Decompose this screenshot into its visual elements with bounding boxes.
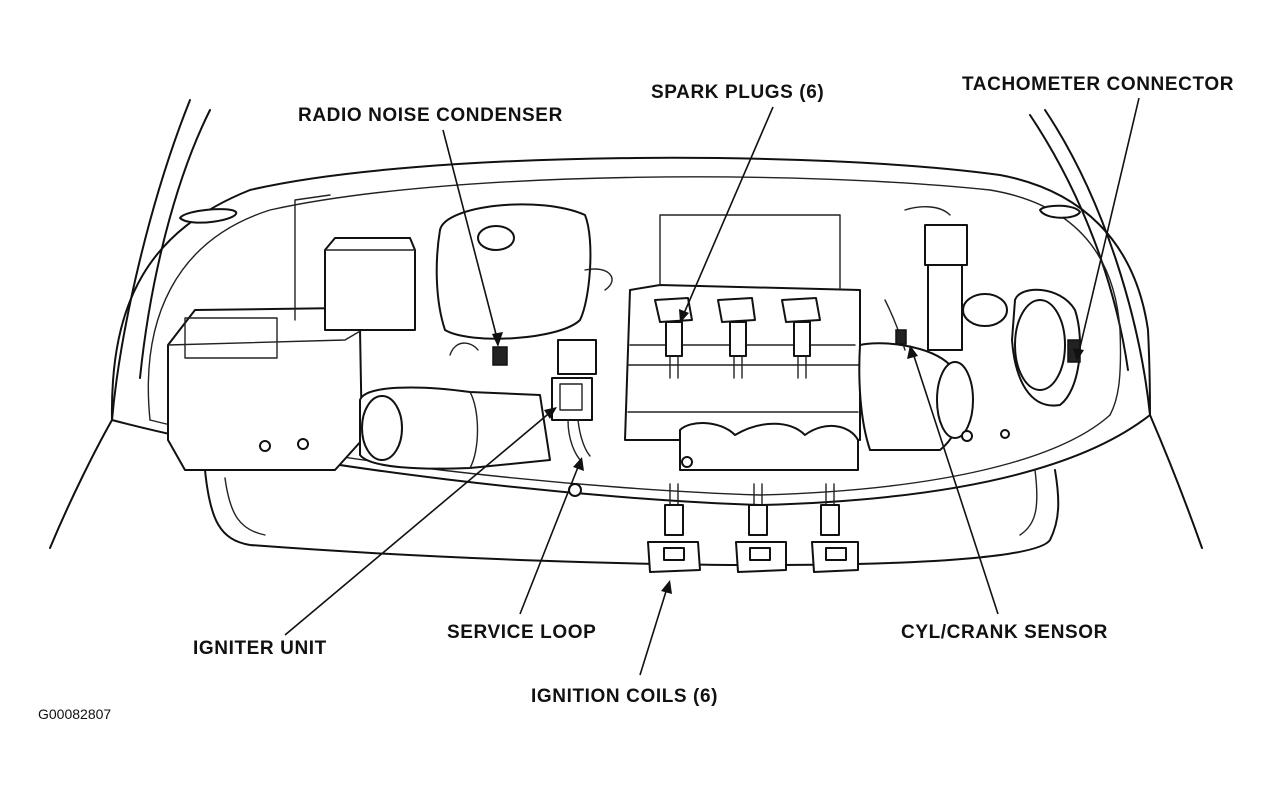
service-loop-label: SERVICE LOOP: [447, 622, 597, 643]
ignition-coils-label: IGNITION COILS (6): [531, 686, 719, 707]
support-bolts: [259, 429, 1010, 497]
left-fender: [49, 99, 211, 549]
igniter-unit-label: IGNITER UNIT: [193, 638, 327, 659]
radio-noise-condenser: [492, 346, 508, 366]
spark-plug-2: [717, 297, 756, 379]
igniter-unit: [551, 339, 597, 463]
leader-tachometer-connector: [1073, 97, 1140, 361]
hood-bumper-right: [1039, 204, 1081, 219]
right-fender: [1029, 109, 1203, 549]
hood-bumper: [179, 208, 238, 224]
ignition-coil-1: [647, 483, 701, 573]
fuse-box: [324, 237, 416, 331]
ignition-coil-3: [811, 483, 859, 573]
right-side-components: [904, 206, 1081, 407]
leader-igniter-unit: [284, 407, 557, 636]
coolant-reservoir: [435, 203, 613, 356]
leader-service-loop: [519, 457, 584, 615]
air-intake: [359, 386, 551, 470]
leader-ignition-coils: [639, 580, 672, 676]
figure-id: G00082807: [38, 706, 112, 722]
spark-plug-3: [781, 297, 821, 379]
leader-radio-noise-condenser: [442, 129, 503, 347]
bay-bracket: [294, 194, 331, 321]
leader-spark-plugs: [679, 106, 774, 323]
spark-plugs-label: SPARK PLUGS (6): [651, 82, 825, 103]
leader-cyl-crank-sensor: [907, 345, 999, 615]
radio-noise-condenser-label: RADIO NOISE CONDENSER: [298, 105, 563, 126]
tachometer-connector-label: TACHOMETER CONNECTOR: [962, 74, 1235, 95]
ignition-coil-2: [735, 483, 787, 573]
cyl-crank-sensor-label: CYL/CRANK SENSOR: [901, 622, 1109, 643]
